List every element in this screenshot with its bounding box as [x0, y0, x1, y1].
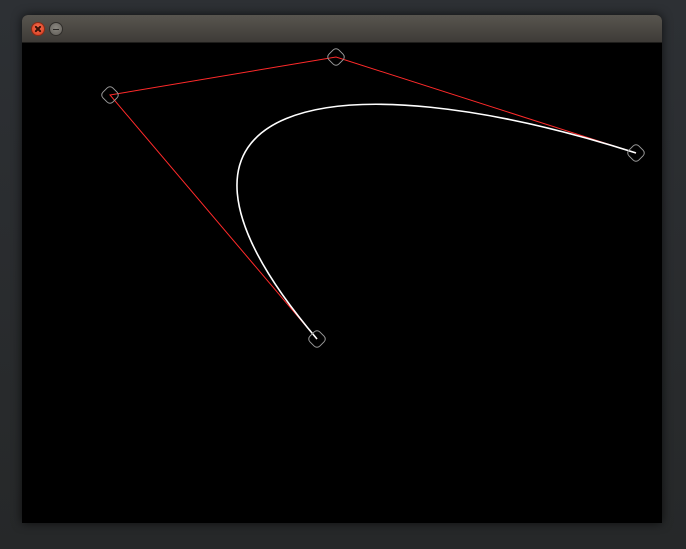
control-point-handle[interactable] [100, 85, 120, 105]
bezier-canvas-svg[interactable] [22, 43, 662, 523]
window-titlebar[interactable] [22, 15, 662, 43]
control-point-handle[interactable] [307, 329, 327, 349]
close-icon[interactable] [31, 22, 45, 36]
control-polygon [109, 56, 637, 340]
drawing-canvas[interactable] [22, 43, 662, 523]
bezier-curve [236, 103, 637, 340]
minimize-icon[interactable] [49, 22, 63, 36]
app-window [22, 15, 662, 523]
control-point-handle[interactable] [326, 47, 346, 67]
control-point-handle[interactable] [626, 143, 646, 163]
